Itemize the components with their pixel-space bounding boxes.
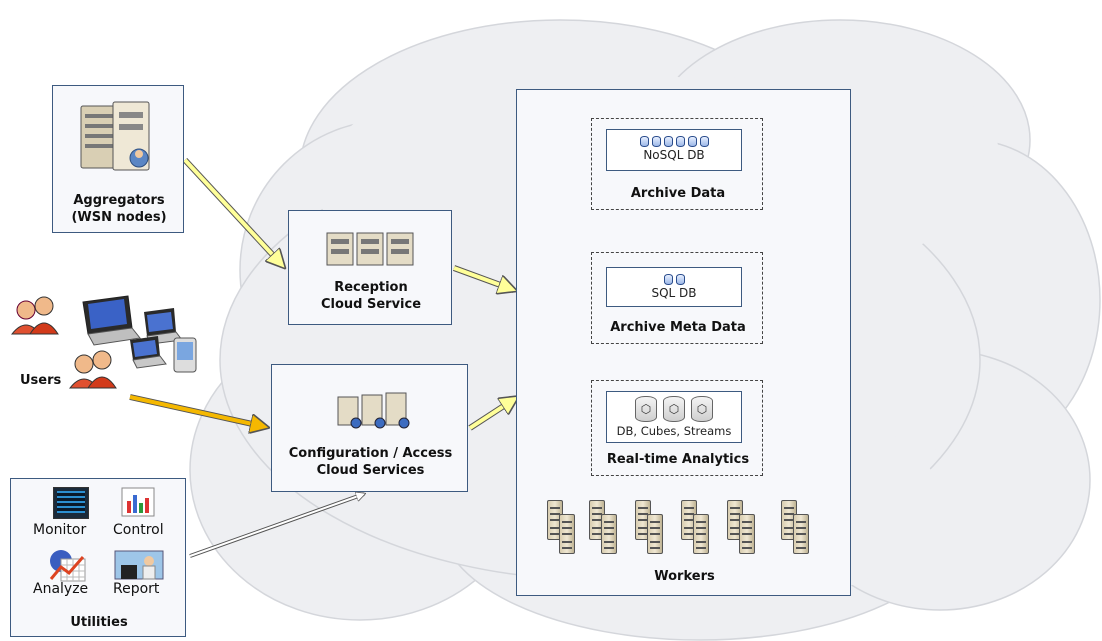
cube-database-icon: ⬡ [691,396,713,422]
database-icon [663,136,673,147]
analytics-db-icons: ⬡ ⬡ ⬡ [607,396,741,422]
real-time-analytics-label: Real-time Analytics [606,452,750,467]
report-icon [114,550,164,580]
database-icon [675,274,685,285]
pda-icon [173,337,197,373]
archive-data-group: NoSQL DB Archive Data [591,118,763,210]
nosql-db-box: NoSQL DB [606,129,742,171]
bar-chart-icon [121,487,155,517]
workers-label: Workers [654,569,715,584]
reception-box: Reception Cloud Service [288,210,452,325]
archive-data-label: Archive Data [630,186,726,201]
server-tower-icon [80,101,150,171]
users-icon [10,295,197,389]
utility-monitor-label: Monitor [33,522,87,538]
database-icon [699,136,709,147]
cloud-storage-panel: NoSQL DB Archive Data SQL DB Archive Met… [516,89,851,596]
database-icon [639,136,649,147]
utilities-box: Monitor Control Analyze Report Utilities [10,478,186,637]
analytics-db-label: DB, Cubes, Streams [616,424,732,438]
cube-database-icon: ⬡ [663,396,685,422]
analytics-db-box: ⬡ ⬡ ⬡ DB, Cubes, Streams [606,391,742,443]
nosql-db-icons [607,136,741,147]
aggregators-box: Aggregators (WSN nodes) [52,85,184,233]
nosql-db-label: NoSQL DB [643,148,705,162]
server-gear-icon [336,391,410,431]
worker-server-icon [601,514,617,554]
worker-server-icon [793,514,809,554]
real-time-analytics-group: ⬡ ⬡ ⬡ DB, Cubes, Streams Real-time Analy… [591,380,763,476]
configuration-box: Configuration / Access Cloud Services [271,364,468,492]
database-icon [651,136,661,147]
users-label: Users [20,373,62,388]
configuration-label: Configuration / Access Cloud Services [288,446,453,478]
laptop-icon-3 [130,336,167,369]
archive-meta-data-label: Archive Meta Data [610,320,746,335]
person-icon-2 [68,350,117,389]
aggregators-label: Aggregators (WSN nodes) [71,193,167,225]
worker-server-icon [693,514,709,554]
arrow-reception-to-cloud [452,265,514,290]
database-icon [663,274,673,285]
person-icon-1 [10,296,59,335]
reception-label: Reception Cloud Service [320,280,422,312]
utility-report-label: Report [113,581,160,597]
utility-analyze-label: Analyze [33,581,89,597]
workers-group [547,498,827,558]
analyze-chart-icon [49,550,86,582]
database-icon [687,136,697,147]
sql-db-label: SQL DB [651,286,697,300]
worker-server-icon [647,514,663,554]
utilities-label: Utilities [70,615,128,630]
monitor-icon [53,487,89,519]
arrow-users-to-configuration [129,394,266,427]
worker-server-icon [739,514,755,554]
arrow-aggregators-to-reception [182,157,283,266]
database-icon [675,136,685,147]
sql-db-icons [607,274,741,285]
laptop-icon [82,295,141,346]
cube-database-icon: ⬡ [635,396,657,422]
worker-server-icon [559,514,575,554]
archive-meta-data-group: SQL DB Archive Meta Data [591,252,763,344]
utility-control-label: Control [113,522,164,538]
sql-db-box: SQL DB [606,267,742,307]
arrow-configuration-to-cloud [468,398,516,431]
server-group-icon [325,225,417,269]
arrow-utilities-to-configuration [189,494,364,558]
laptop-icon-2 [144,308,183,345]
